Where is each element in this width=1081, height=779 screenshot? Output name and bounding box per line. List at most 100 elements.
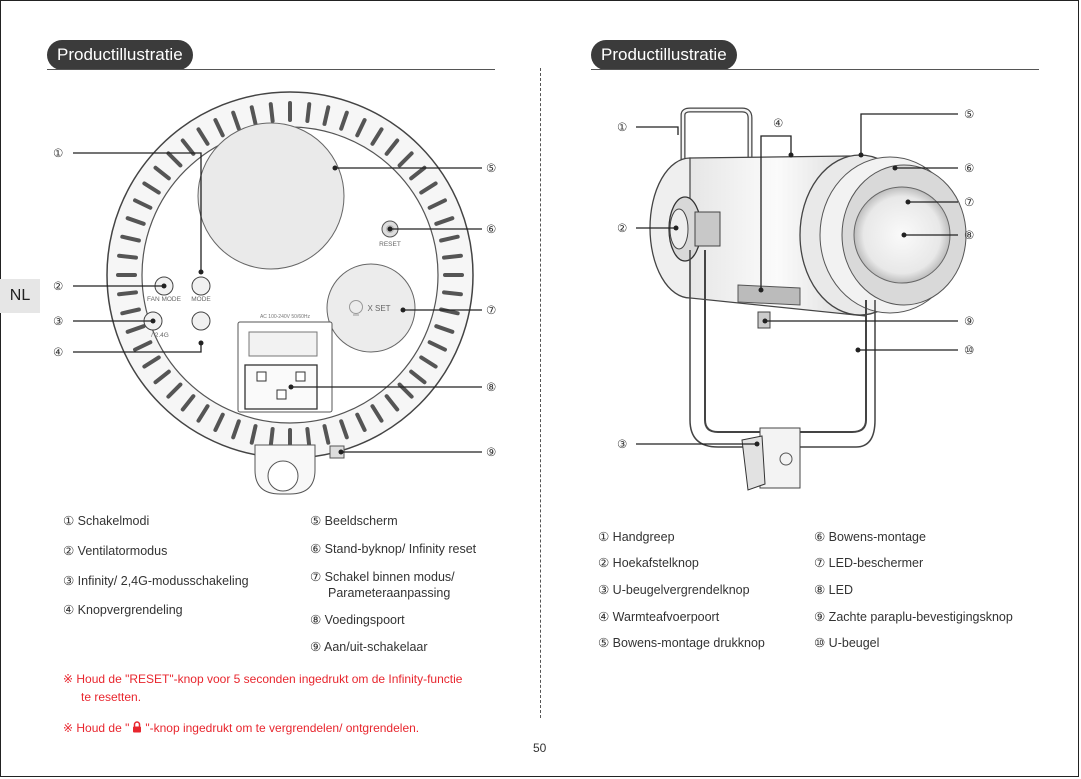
right-legend-item: ⑨ Zachte paraplu-bevestigingsknop [814,610,1013,624]
callout-8: ⑧ [486,380,496,394]
vent-slot [419,355,438,369]
left-legend-item-continued: Parameteraanpassing [328,586,451,600]
vent-slot [370,127,384,146]
left-legend-item: ① Schakelmodi [63,514,150,528]
callout-4: ④ [53,345,63,359]
lock-note-suffix: "-knop ingedrukt om te vergrendelen/ ont… [145,721,420,735]
reset-note: ※ Houd de "RESET"-knop voor 5 seconden i… [63,670,462,706]
vent-slot [142,355,161,369]
callout-1: ① [53,146,63,160]
page-number: 50 [533,741,547,755]
vent-slot [384,394,400,412]
vent-slot [442,253,463,260]
vent-slot [153,369,171,385]
left-legend-item: ⑦ Schakel binnen modus/ [310,570,455,584]
vent-slot [434,324,455,334]
callout-9: ⑨ [486,445,496,459]
vent-slot [213,118,225,138]
right-legend-item: ⑦ LED-beschermer [814,556,924,570]
vent-slot [355,118,367,138]
vent-slot [166,151,183,168]
vent-slot [231,110,241,131]
vent-slot [120,307,141,316]
display-screen [197,122,345,270]
vent-slots [116,101,464,449]
xset-label: X SET [367,304,390,313]
xset-dial[interactable] [326,263,416,353]
vent-slot [196,127,210,146]
u-bracket-knob[interactable] [741,435,766,491]
r-callout-3: ③ [617,437,627,451]
lamp-illustration: ① ② ③ ④ ⑤ ⑥ ⑦ ⑧ ⑨ ⑩ [617,107,974,491]
vent-slot [322,105,331,126]
ghz-label: / 2.4G [151,332,169,339]
vent-slot [180,394,196,412]
callout-7: ⑦ [486,303,496,317]
r-callout-5: ⑤ [964,107,974,121]
vent-slot [133,198,153,210]
vent-slot [427,198,447,210]
vent-slot [305,102,312,123]
left-legend-item: ② Ventilatormodus [63,544,168,558]
r-callout-7: ⑦ [964,195,974,209]
right-legend-item: ① Handgreep [598,530,675,544]
vent-slot [133,340,153,352]
vent-slot [355,412,367,432]
left-legend-item: ④ Knopvergrendeling [63,603,183,617]
r-callout-6: ⑥ [964,161,974,175]
lock-icon [133,721,142,733]
vent-slot [409,165,427,181]
vent-slot [117,253,138,260]
vent-slot [339,419,349,440]
vent-slot [442,290,463,297]
vent-slot [268,427,275,448]
right-legend-item: ⑤ Bowens-montage drukknop [598,636,765,650]
vent-slot [180,138,196,156]
language-tab: NL [0,279,40,313]
vent-slot [305,427,312,448]
right-title-rule [591,69,1039,70]
vent-slot [434,216,455,226]
right-legend-item: ⑧ LED [814,583,853,597]
vent-slot [427,340,447,352]
vent-slot [249,424,258,445]
mode-label: MODE [191,296,211,303]
reset-note-line1: ※ Houd de "RESET"-knop voor 5 seconden i… [63,672,463,686]
reset-note-line2: te resetten. [81,690,142,704]
fan-mode-label: FAN MODE [147,296,182,303]
vent-slot [153,165,171,181]
left-legend-item: ⑤ Beeldscherm [310,514,398,528]
vent-slot [125,324,146,334]
lock-note-prefix: ※ Houd de " [63,721,130,735]
right-section-title: Productillustratie [591,40,737,70]
right-legend-item: ⑩ U-beugel [814,636,880,650]
vent-slot [213,412,225,432]
vent-slot [166,382,183,399]
vent-slot [120,234,141,243]
vent-slot [409,369,427,385]
r-callout-9: ⑨ [964,314,974,328]
left-title-rule [47,69,495,70]
r-callout-1: ① [617,120,627,134]
callout-3: ③ [53,314,63,328]
r-callout-4: ④ [773,116,783,130]
vent-slot [117,290,138,297]
mode-button[interactable] [191,276,211,296]
right-legend-item: ② Hoekafstelknop [598,556,699,570]
callout-6: ⑥ [486,222,496,236]
left-legend-item: ⑧ Voedingspoort [310,613,405,627]
vent-slot [397,151,414,168]
vent-slot [142,181,161,195]
callout-5: ⑤ [486,161,496,175]
r-callout-2: ② [617,221,627,235]
vent-slot [231,419,241,440]
power-rating-label: AC 100-240V 50/60Hz [260,314,311,320]
vent-slot [384,138,400,156]
column-divider [540,68,541,718]
left-legend-item: ⑥ Stand-byknop/ Infinity reset [310,542,477,556]
lock-button[interactable] [191,311,211,331]
vent-slot [419,181,438,195]
left-legend-item: ⑨ Aan/uit-schakelaar [310,640,428,654]
vent-slot [196,404,210,423]
power-switch-panel [248,331,318,357]
